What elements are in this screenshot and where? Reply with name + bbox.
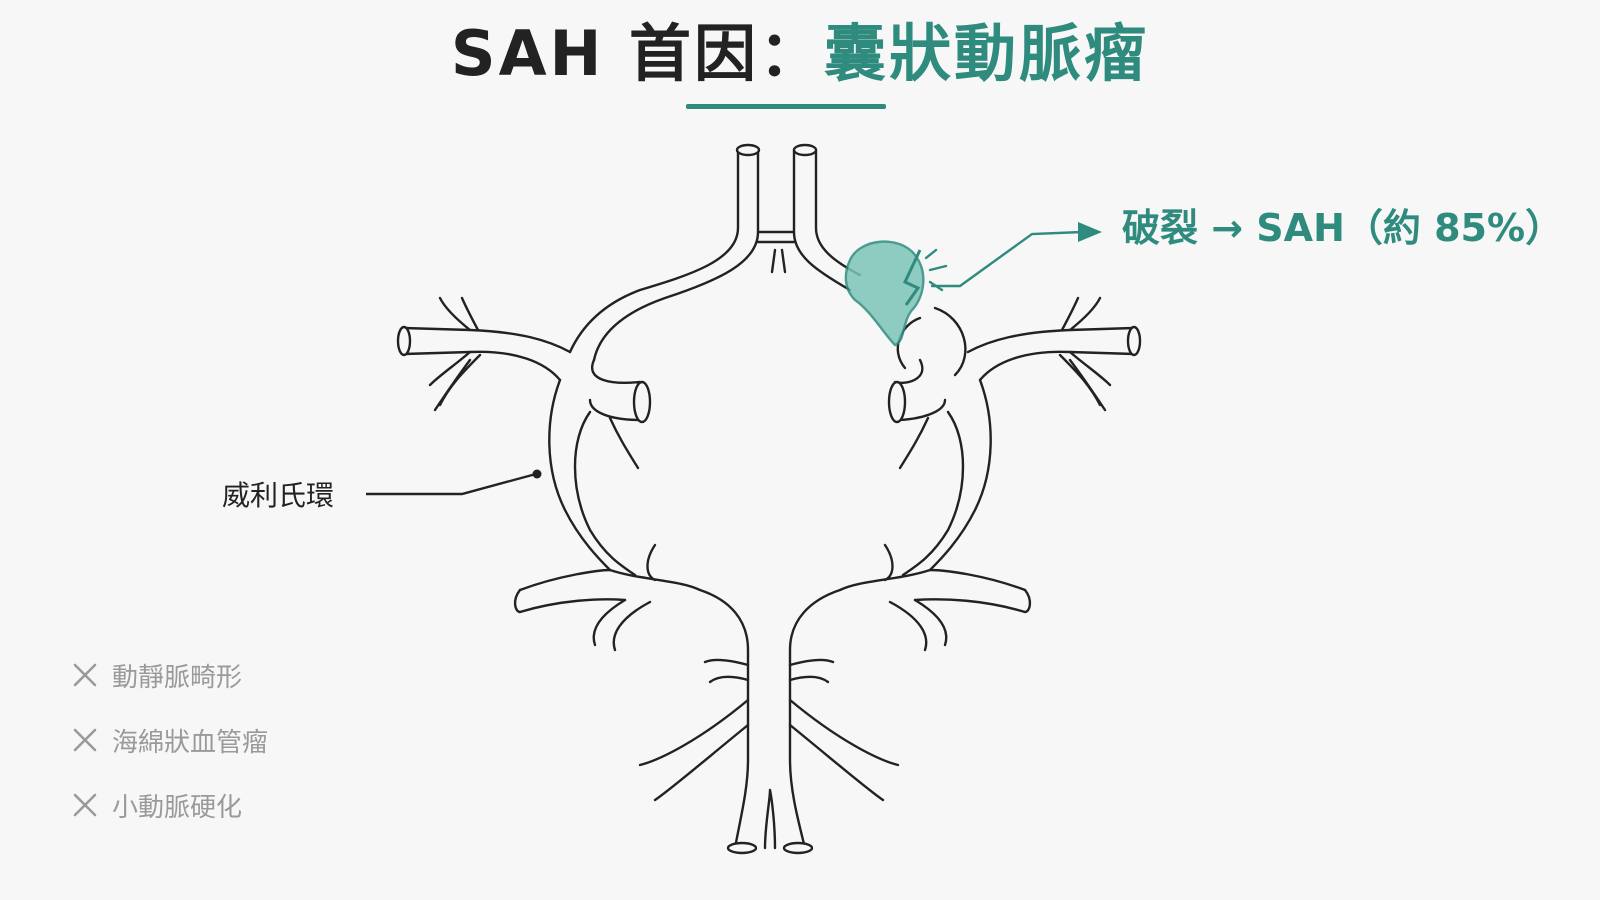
title-prefix: SAH 首因： bbox=[450, 17, 825, 90]
list-item: 動靜脈畸形 bbox=[70, 652, 268, 698]
circle-of-willis-label: 威利氏環 bbox=[222, 479, 335, 512]
circle-label-leader bbox=[366, 472, 537, 496]
rupture-annotation: 破裂 → SAH（約 85%） bbox=[1122, 206, 1564, 250]
internal-carotid-arteries bbox=[588, 306, 967, 424]
aneurysm-sac bbox=[844, 240, 925, 347]
excluded-cause-label: 動靜脈畸形 bbox=[112, 662, 243, 693]
title-accent: 囊狀動脈瘤 bbox=[824, 17, 1150, 90]
title-underline bbox=[686, 104, 886, 109]
posterior-communicating-arteries bbox=[548, 378, 992, 577]
list-item: 海綿狀血管瘤 bbox=[70, 717, 268, 763]
left-middle-cerebral-artery bbox=[396, 296, 572, 412]
right-middle-cerebral-artery bbox=[966, 296, 1142, 412]
rupture-callout-arrow bbox=[930, 230, 1084, 288]
anterior-cerebral-arteries bbox=[568, 143, 862, 362]
arrow-head-icon bbox=[1078, 222, 1102, 242]
excluded-cause-label: 小動脈硬化 bbox=[112, 792, 243, 823]
excluded-cause-label: 海綿狀血管瘤 bbox=[112, 727, 269, 758]
leader-dot bbox=[532, 469, 542, 479]
x-icon bbox=[73, 793, 97, 817]
x-icon bbox=[73, 663, 97, 687]
list-item: 小動脈硬化 bbox=[70, 782, 268, 828]
excluded-causes-list: 動靜脈畸形 海綿狀血管瘤 小動脈硬化 bbox=[70, 652, 268, 847]
x-icon bbox=[73, 728, 97, 752]
posterior-cerebral-and-basilar-arteries bbox=[513, 543, 1032, 855]
page-title: SAH 首因：囊狀動脈瘤 bbox=[0, 14, 1600, 94]
rupture-burst-lines bbox=[924, 248, 948, 292]
